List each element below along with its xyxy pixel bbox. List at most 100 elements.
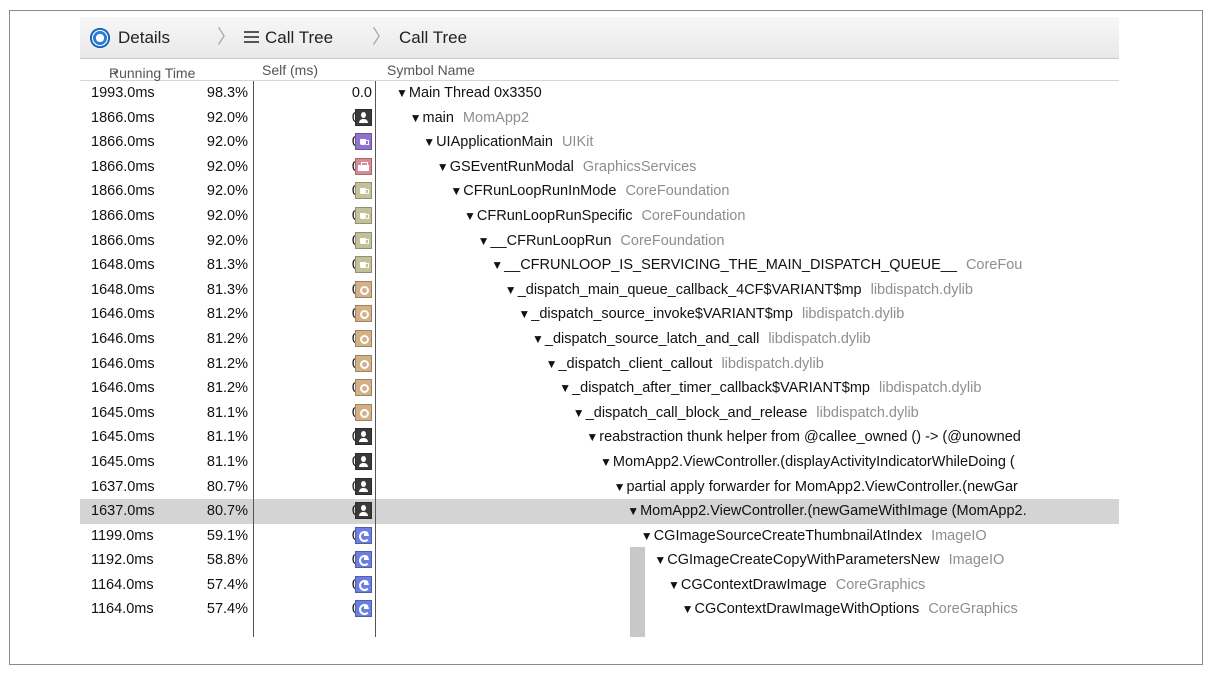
- running-time-value: 1646.0ms: [91, 355, 155, 372]
- disclosure-triangle-icon[interactable]: ▼: [627, 504, 640, 519]
- call-tree-row[interactable]: 1866.0ms92.0%0.0▼__CFRunLoopRunCoreFound…: [80, 229, 1119, 254]
- running-time-value: 1866.0ms: [91, 232, 155, 249]
- disclosure-triangle-icon[interactable]: ▼: [668, 577, 680, 592]
- symbol-name: ▼reabstraction thunk helper from @callee…: [586, 429, 1020, 445]
- symbol-label: partial apply forwarder for MomApp2.View…: [626, 478, 1018, 495]
- breadcrumb-call-tree-current[interactable]: 〉Call Tree: [372, 17, 467, 59]
- running-percent-value: 92.0%: [206, 109, 248, 126]
- symbol-label: main: [422, 109, 454, 126]
- column-divider: [375, 81, 376, 637]
- running-time-value: 1866.0ms: [91, 109, 155, 126]
- symbol-label: MomApp2.ViewController.(displayActivityI…: [612, 453, 1015, 470]
- running-time-value: 1866.0ms: [91, 183, 155, 200]
- disclosure-triangle-icon[interactable]: ▼: [436, 159, 449, 174]
- disclosure-triangle-icon[interactable]: ▼: [600, 454, 612, 469]
- pie-chart-icon: [355, 551, 372, 569]
- disclosure-triangle-icon[interactable]: ▼: [613, 479, 626, 494]
- disclosure-triangle-icon[interactable]: ▼: [450, 184, 463, 199]
- breadcrumb-call-tree[interactable]: 〉Call Tree: [217, 17, 333, 59]
- user-icon: [355, 477, 372, 495]
- call-tree-row[interactable]: 1645.0ms81.1%0.0▼MomApp2.ViewController.…: [80, 450, 1119, 475]
- breadcrumb-call-tree-current-label: Call Tree: [399, 28, 468, 47]
- running-percent-value: 81.2%: [206, 306, 248, 323]
- disclosure-triangle-icon[interactable]: ▼: [532, 331, 544, 346]
- running-percent-value: 57.4%: [206, 576, 248, 593]
- running-percent-value: 98.3%: [206, 85, 248, 101]
- gear-icon: [355, 305, 372, 323]
- call-tree-row[interactable]: 1866.0ms92.0%0.0▼GSEventRunModalGraphics…: [80, 155, 1119, 180]
- call-tree-row[interactable]: 1646.0ms81.2%0.0▼_dispatch_client_callou…: [80, 352, 1119, 377]
- disclosure-triangle-icon[interactable]: ▼: [491, 258, 504, 273]
- running-percent-value: 81.1%: [206, 404, 248, 421]
- disclosure-triangle-icon[interactable]: ▼: [518, 307, 531, 322]
- library-name: libdispatch.dylib: [870, 281, 973, 298]
- disclosure-triangle-icon[interactable]: ▼: [681, 602, 694, 617]
- call-tree-row[interactable]: 1199.0ms59.1%0.0▼CGImageSourceCreateThum…: [80, 524, 1119, 549]
- disclosure-triangle-icon[interactable]: ▼: [572, 405, 585, 420]
- gear-icon: [355, 379, 372, 397]
- disclosure-triangle-icon[interactable]: ▼: [464, 208, 476, 223]
- call-tree-row[interactable]: 1192.0ms58.8%0.0▼CGImageCreateCopyWithPa…: [80, 548, 1119, 573]
- disclosure-triangle-icon[interactable]: ▼: [586, 430, 599, 445]
- running-percent-value: 81.2%: [206, 330, 248, 347]
- symbol-label: MomApp2.ViewController.(newGameWithImage…: [640, 503, 1027, 520]
- disclosure-triangle-icon[interactable]: ▼: [396, 86, 408, 100]
- call-tree-row[interactable]: 1645.0ms81.1%0.0▼_dispatch_call_block_an…: [80, 401, 1119, 426]
- disclosure-triangle-icon[interactable]: ▼: [477, 233, 490, 248]
- breadcrumb-details[interactable]: Details: [118, 28, 170, 47]
- sort-descending-icon: ⌄: [111, 65, 120, 76]
- cup-icon: [355, 256, 372, 274]
- symbol-label: UIApplicationMain: [436, 134, 553, 151]
- indent-guide: [630, 547, 645, 637]
- running-percent-value: 80.7%: [206, 503, 248, 520]
- running-percent-value: 81.2%: [206, 380, 248, 397]
- call-tree-row[interactable]: 1164.0ms57.4%0.0▼CGContextDrawImageWithO…: [80, 597, 1119, 622]
- call-tree-row[interactable]: 1648.0ms81.3%0.0▼__CFRUNLOOP_IS_SERVICIN…: [80, 253, 1119, 278]
- user-icon: [355, 452, 372, 470]
- library-name: libdispatch.dylib: [801, 306, 905, 323]
- disclosure-triangle-icon[interactable]: ▼: [409, 110, 422, 125]
- symbol-name: ▼MomApp2.ViewController.(displayActivity…: [600, 454, 1015, 470]
- symbol-label: _dispatch_main_queue_callback_4CF$VARIAN…: [517, 281, 862, 298]
- details-icon[interactable]: [90, 28, 110, 48]
- pie-chart-icon: [355, 575, 372, 593]
- disclosure-triangle-icon[interactable]: ▼: [504, 282, 517, 297]
- call-tree-row[interactable]: 1866.0ms92.0%0.0▼CFRunLoopRunSpecificCor…: [80, 204, 1119, 229]
- library-name: MomApp2: [462, 109, 530, 126]
- call-tree-row[interactable]: 1648.0ms81.3%0.0▼_dispatch_main_queue_ca…: [80, 278, 1119, 303]
- disclosure-triangle-icon[interactable]: ▼: [654, 553, 667, 568]
- call-tree-row[interactable]: 1637.0ms80.7%0.0▼MomApp2.ViewController.…: [80, 499, 1119, 524]
- column-self[interactable]: Self (ms): [262, 62, 318, 78]
- disclosure-triangle-icon[interactable]: ▼: [423, 135, 436, 150]
- disclosure-triangle-icon[interactable]: ▼: [545, 356, 558, 371]
- running-percent-value: 92.0%: [206, 232, 248, 249]
- disclosure-triangle-icon[interactable]: ▼: [559, 381, 572, 396]
- breadcrumb-call-tree-label: Call Tree: [265, 28, 334, 47]
- call-tree-row[interactable]: 1646.0ms81.2%0.0▼_dispatch_source_latch_…: [80, 327, 1119, 352]
- running-time-value: 1648.0ms: [91, 281, 155, 298]
- symbol-label: CFRunLoopRunInMode: [463, 183, 617, 200]
- call-tree-row[interactable]: 1866.0ms92.0%0.0▼CFRunLoopRunInModeCoreF…: [80, 179, 1119, 204]
- symbol-label: _dispatch_after_timer_callback$VARIANT$m…: [572, 380, 871, 397]
- disclosure-triangle-icon[interactable]: ▼: [640, 528, 653, 543]
- call-tree-row[interactable]: 1164.0ms57.4%0.0▼CGContextDrawImageCoreG…: [80, 573, 1119, 598]
- running-time-value: 1866.0ms: [91, 134, 155, 151]
- call-tree-row[interactable]: 1646.0ms81.2%0.0▼_dispatch_after_timer_c…: [80, 376, 1119, 401]
- call-tree-row[interactable]: 1646.0ms81.2%0.0▼_dispatch_source_invoke…: [80, 302, 1119, 327]
- symbol-label: CFRunLoopRunSpecific: [476, 207, 633, 224]
- symbol-label: GSEventRunModal: [449, 158, 574, 175]
- symbol-name: ▼partial apply forwarder for MomApp2.Vie…: [614, 479, 1018, 495]
- jump-bar: Details 〉Call Tree 〉Call Tree: [80, 17, 1119, 59]
- symbol-label: _dispatch_source_latch_and_call: [544, 330, 760, 347]
- column-symbol-name[interactable]: Symbol Name: [387, 62, 475, 78]
- cup-icon: [355, 133, 372, 151]
